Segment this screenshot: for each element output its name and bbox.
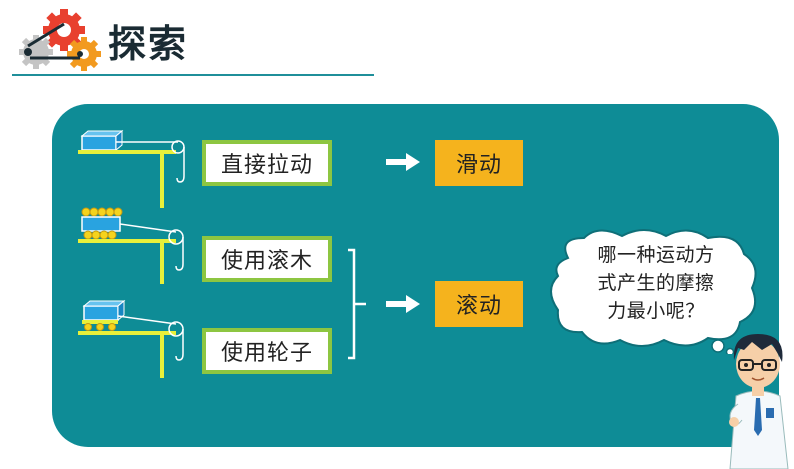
arrow-right-icon	[386, 295, 420, 313]
method-label-direct-pull: 直接拉动	[202, 140, 332, 186]
method-label-rolling-logs: 使用滚木	[202, 236, 332, 282]
thought-bubble	[550, 229, 757, 354]
teacher-character	[729, 334, 789, 469]
page-title: 探索	[108, 22, 189, 66]
result-label-sliding: 滑动	[435, 140, 523, 186]
question-line-3: 力最小呢？	[607, 300, 705, 322]
arrow-right-icon	[386, 153, 420, 171]
apparatus-direct-pull	[78, 129, 185, 208]
question-line-1: 哪一种运动方	[597, 244, 715, 266]
apparatus-wheeled-cart	[78, 299, 184, 378]
result-label-rolling: 滚动	[435, 281, 523, 327]
connectors	[348, 153, 420, 360]
method-label-wheels: 使用轮子	[202, 328, 332, 374]
gears-icon	[19, 9, 101, 71]
question-text: 哪一种运动方 式产生的摩擦 力最小呢？	[563, 241, 749, 325]
apparatus-rolling-logs	[78, 207, 184, 284]
header-divider	[12, 74, 374, 76]
question-line-2: 式产生的摩擦	[597, 272, 715, 294]
